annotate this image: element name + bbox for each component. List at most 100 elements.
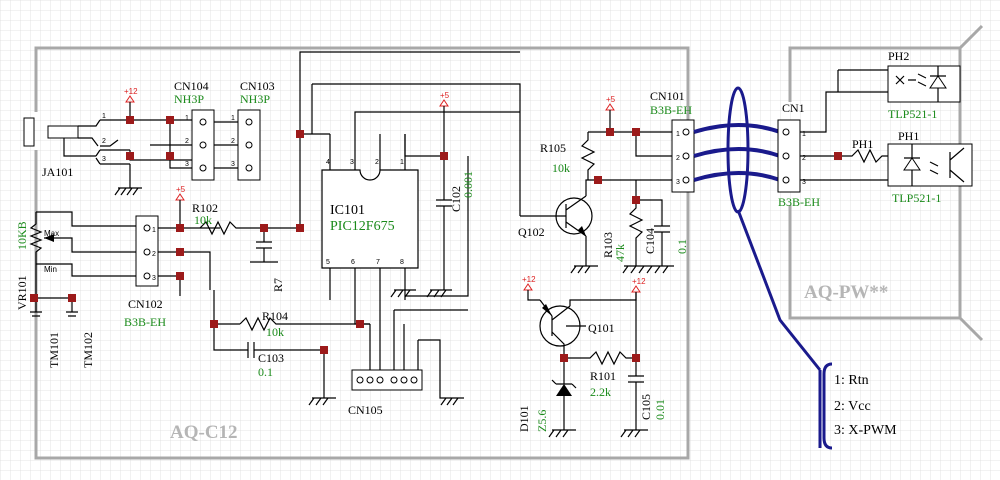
ground-c101 xyxy=(620,429,648,438)
vr-max-label: Max xyxy=(44,229,59,238)
svg-text:2: 2 xyxy=(152,251,156,258)
value-r103: 47k xyxy=(613,244,627,262)
cable-legend-1: 1: Rtn xyxy=(834,373,869,388)
transistor-q101 xyxy=(539,292,637,358)
potentiometer-vr101 xyxy=(29,211,140,298)
supply-label-5v-a: +5 xyxy=(176,185,186,194)
ground-d101 xyxy=(548,429,576,438)
power-symbol-12v-b xyxy=(523,283,540,301)
svg-text:1: 1 xyxy=(231,115,235,122)
svg-text:2: 2 xyxy=(185,138,189,145)
connector-cn104 xyxy=(191,109,215,181)
svg-text:1: 1 xyxy=(152,227,156,234)
svg-text:2: 2 xyxy=(231,138,235,145)
junction-dots xyxy=(30,116,842,362)
ref-ja101: JA101 xyxy=(42,165,73,179)
ic-ic101 xyxy=(321,134,419,320)
resistor-r7 xyxy=(838,148,888,164)
connector-cn102 xyxy=(135,215,159,287)
ref-ic101: IC101 xyxy=(330,203,365,218)
resistor-r103 xyxy=(628,200,644,266)
ref-tm101: TM101 xyxy=(47,332,61,368)
ref-r102: R102 xyxy=(192,201,218,215)
ic-pin-numbers: 1 2 3 4 5 6 7 8 xyxy=(326,159,404,266)
capacitor-c102 xyxy=(250,228,278,263)
svg-text:3: 3 xyxy=(350,159,354,166)
svg-text:4: 4 xyxy=(326,159,330,166)
connector-cn105 xyxy=(351,369,423,391)
value-cn1: B3B-EH xyxy=(778,195,820,209)
zener-d101 xyxy=(551,358,577,430)
value-vr101: 10KB xyxy=(15,221,29,250)
board-title-remote: AQ-PW** xyxy=(804,282,888,303)
capacitor-c105 xyxy=(636,199,670,266)
svg-text:2: 2 xyxy=(802,155,806,162)
svg-text:1: 1 xyxy=(802,131,806,138)
ref-c105: C104 xyxy=(643,228,657,254)
ref-q101: Q101 xyxy=(588,321,615,335)
ref-cn102: CN102 xyxy=(128,297,163,311)
value-cn102: B3B-EH xyxy=(124,315,166,329)
value-c101: 0.01 xyxy=(653,399,667,420)
ref-r105: R105 xyxy=(540,141,566,155)
supply-label-12v-a: +12 xyxy=(124,87,138,96)
svg-text:2: 2 xyxy=(676,155,680,162)
svg-text:1: 1 xyxy=(400,159,404,166)
svg-text:1: 1 xyxy=(185,115,189,122)
ref-r103: R103 xyxy=(601,232,615,258)
value-r104: 10k xyxy=(266,325,284,339)
supply-label-5v-b: +5 xyxy=(440,91,450,100)
svg-text:3: 3 xyxy=(152,275,156,282)
svg-text:3: 3 xyxy=(802,179,806,186)
svg-text:3: 3 xyxy=(185,161,189,168)
ref-tm102: TM102 xyxy=(81,332,95,368)
ref-r104: R104 xyxy=(262,309,288,323)
ref-ph2: PH2 xyxy=(888,49,909,63)
connector-cn103 xyxy=(237,109,261,181)
vr-min-label: Min xyxy=(44,265,57,274)
ground-cn105 xyxy=(308,350,464,406)
svg-text:3: 3 xyxy=(231,161,235,168)
ref-r101: R101 xyxy=(590,369,616,383)
ref-r7: PH1 xyxy=(852,137,873,151)
value-cn103: NH3P xyxy=(240,92,270,106)
value-r105: 10k xyxy=(552,161,570,175)
value-ic101: PIC12F675 xyxy=(330,219,395,234)
svg-text:5: 5 xyxy=(326,259,330,266)
board-title-main: AQ-C12 xyxy=(170,422,238,443)
resistor-r104 xyxy=(239,316,370,332)
svg-text:8: 8 xyxy=(400,259,404,266)
svg-text:3: 3 xyxy=(676,179,680,186)
board-outline-main xyxy=(34,46,690,460)
supply-label-12v-b: +12 xyxy=(522,275,536,284)
resistor-r101 xyxy=(564,350,636,366)
ref-c102: R7 xyxy=(271,278,285,292)
cable-legend-3: 3: X-PWM xyxy=(834,423,897,438)
optocoupler-ph1 xyxy=(887,143,973,187)
value-c104: 0.1 xyxy=(258,365,273,379)
ref-q102: Q102 xyxy=(518,225,545,239)
ref-cn103: CN103 xyxy=(240,79,275,93)
value-cn104: NH3P xyxy=(174,92,204,106)
power-symbol-5v-b xyxy=(439,99,449,112)
value-r101: 2.2k xyxy=(590,385,611,399)
ref-c103: C102 xyxy=(449,186,463,212)
value-cn101: B3B-EH xyxy=(650,103,692,117)
capacitor-c104 xyxy=(236,342,324,358)
jack-ja101: 123 xyxy=(23,113,130,165)
svg-text:3: 3 xyxy=(102,156,106,163)
optocoupler-ph2 xyxy=(887,65,961,103)
svg-text:1: 1 xyxy=(676,131,680,138)
resistor-r102 xyxy=(199,51,520,236)
value-ph2: TLP521-1 xyxy=(888,107,937,121)
ground-q102 xyxy=(570,265,598,274)
value-c103: 0.001 xyxy=(461,171,475,198)
ref-c101: C105 xyxy=(639,394,653,420)
value-r102: 10k xyxy=(194,213,212,227)
cable-legend-2: 2: Vcc xyxy=(834,399,871,414)
connector-cn101 xyxy=(671,119,695,193)
ref-cn101: CN101 xyxy=(650,89,685,103)
ground-r103 xyxy=(622,265,674,274)
svg-text:6: 6 xyxy=(351,259,355,266)
